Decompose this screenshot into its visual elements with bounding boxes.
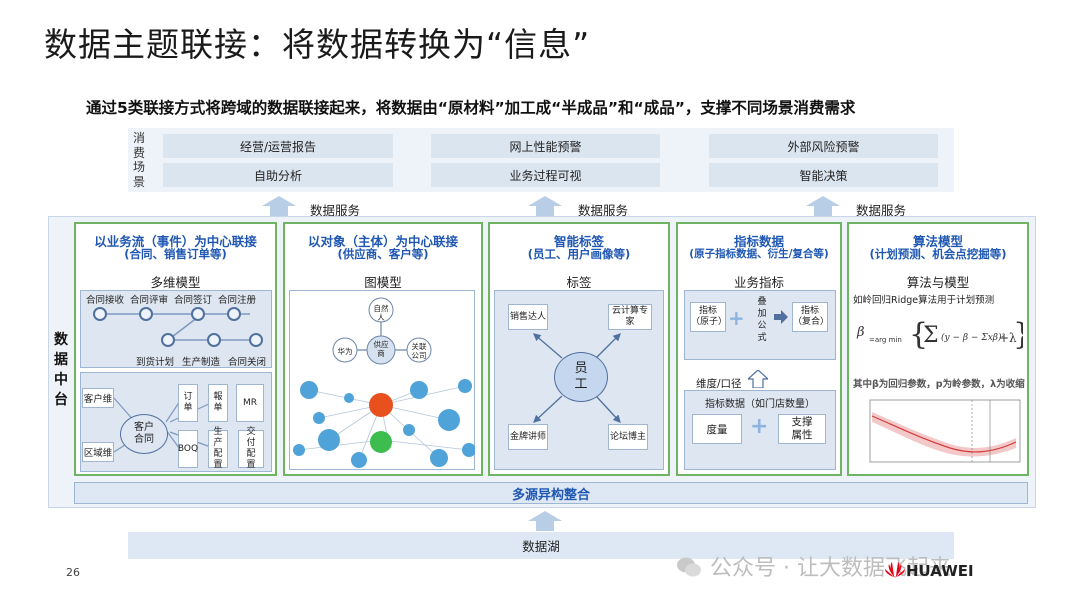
module-business-flow-subtitle: (合同、销售订单等) <box>76 246 275 262</box>
module-algorithm-model-subtitle: (计划预测、机会点挖掘等) <box>849 246 1027 262</box>
platform-label: 数据中台 <box>54 330 70 410</box>
ridge-algorithm-description: 如岭回归Ridge算法用于计划预测 <box>853 292 1025 306</box>
module-metrics-subtitle: (原子指标数据、衍生/复合等) <box>677 246 841 261</box>
ridge-regression-plot <box>860 398 1022 470</box>
graph-model-label: 图模型 <box>285 272 481 291</box>
svg-text:Σ: Σ <box>923 323 939 348</box>
employee-node: 员工 <box>554 352 608 402</box>
svg-text:}: } <box>1013 317 1023 352</box>
fact-production-config: 生产配置 <box>208 430 228 468</box>
business-metrics-label: 业务指标 <box>678 272 840 291</box>
fact-mr: MR <box>236 384 264 422</box>
svg-text:=arg min: =arg min <box>869 336 902 344</box>
right-arrow-icon <box>774 310 788 324</box>
scene-intelligent-decision: 智能决策 <box>709 163 938 187</box>
tag-sales-expert: 销售达人 <box>508 304 548 330</box>
fact-boq: BOQ <box>178 430 198 468</box>
overlay-formula-label: 叠加公式 <box>756 296 768 344</box>
huawei-brand: HUAWEI <box>906 562 974 580</box>
node-affiliate: 关联公司 <box>411 342 427 360</box>
node-supplier: 供应商 <box>373 340 389 358</box>
dimension-caliber-label: 维度/口径 <box>696 376 742 391</box>
up-arrow-icon <box>262 196 296 216</box>
ridge-formula-image: β =arg min { Σ (y − β − Σxβ)² +λ } <box>853 306 1023 368</box>
ridge-parameter-note: 其中β为回归参数，p为岭参数，λ为收缩参数 <box>853 376 1025 390</box>
multidimensional-model-label: 多维模型 <box>76 272 275 291</box>
huawei-logo-icon <box>884 560 906 580</box>
wechat-icon <box>676 556 702 578</box>
node-huawei: 华为 <box>337 346 353 357</box>
flow-step: 合同关闭 <box>228 354 266 368</box>
atomic-metric-box: 指标（原子） <box>690 302 726 332</box>
module-object-centric-subtitle: (供应商、客户等) <box>285 246 481 262</box>
tags-label: 标签 <box>490 272 668 291</box>
measure-box: 度量 <box>692 414 742 444</box>
tag-forum-blogger: 论坛博主 <box>608 424 648 450</box>
scene-performance-alert: 网上性能预警 <box>431 134 660 158</box>
page-subtitle: 通过5类联接方式将跨域的数据联接起来，将数据由“原材料”加工成“半成品”和“成品… <box>86 96 855 118</box>
fact-order: 订单 <box>178 384 198 422</box>
node-natural-person: 自然人 <box>373 304 389 322</box>
fact-report: 報单 <box>208 384 228 422</box>
tag-cloud-expert: 云计算专家 <box>608 304 652 330</box>
page-number: 26 <box>66 566 80 579</box>
up-arrow-icon <box>748 370 768 388</box>
svg-text:(y − β − Σxβ)²: (y − β − Σxβ)² <box>941 332 1005 343</box>
plus-icon: + <box>750 414 768 439</box>
scene-external-risk-alert: 外部风险预警 <box>709 134 938 158</box>
multi-source-integration-bar: 多源异构整合 <box>74 482 1028 504</box>
composite-metric-box: 指标（复合） <box>792 302 828 332</box>
plus-icon: + <box>728 306 745 330</box>
up-arrow-icon <box>528 511 562 531</box>
algorithm-model-label: 算法与模型 <box>849 272 1027 291</box>
tag-gold-lecturer: 金牌讲师 <box>508 424 548 450</box>
process-flow-diagram <box>80 300 272 350</box>
module-smart-tags-subtitle: (员工、用户画像等) <box>490 246 668 262</box>
svg-text:β: β <box>856 325 865 340</box>
page-title: 数据主题联接：将数据转换为“信息” <box>44 18 590 66</box>
flow-step: 生产制造 <box>182 354 220 368</box>
consumption-label: 消费场景 <box>133 131 147 189</box>
up-arrow-icon <box>528 196 562 216</box>
fact-delivery-config: 交付配置 <box>238 430 264 468</box>
scene-process-visualization: 业务过程可视 <box>431 163 660 187</box>
flow-step: 到货计划 <box>136 354 174 368</box>
customer-contract-node: 客户合同 <box>120 414 168 454</box>
scene-operation-report: 经营/运营报告 <box>163 134 393 158</box>
support-attribute-box: 支撑属性 <box>778 414 826 444</box>
up-arrow-icon <box>806 196 840 216</box>
metric-data-label: 指标数据（如门店数量） <box>686 395 834 410</box>
scene-self-service-analysis: 自助分析 <box>163 163 393 187</box>
